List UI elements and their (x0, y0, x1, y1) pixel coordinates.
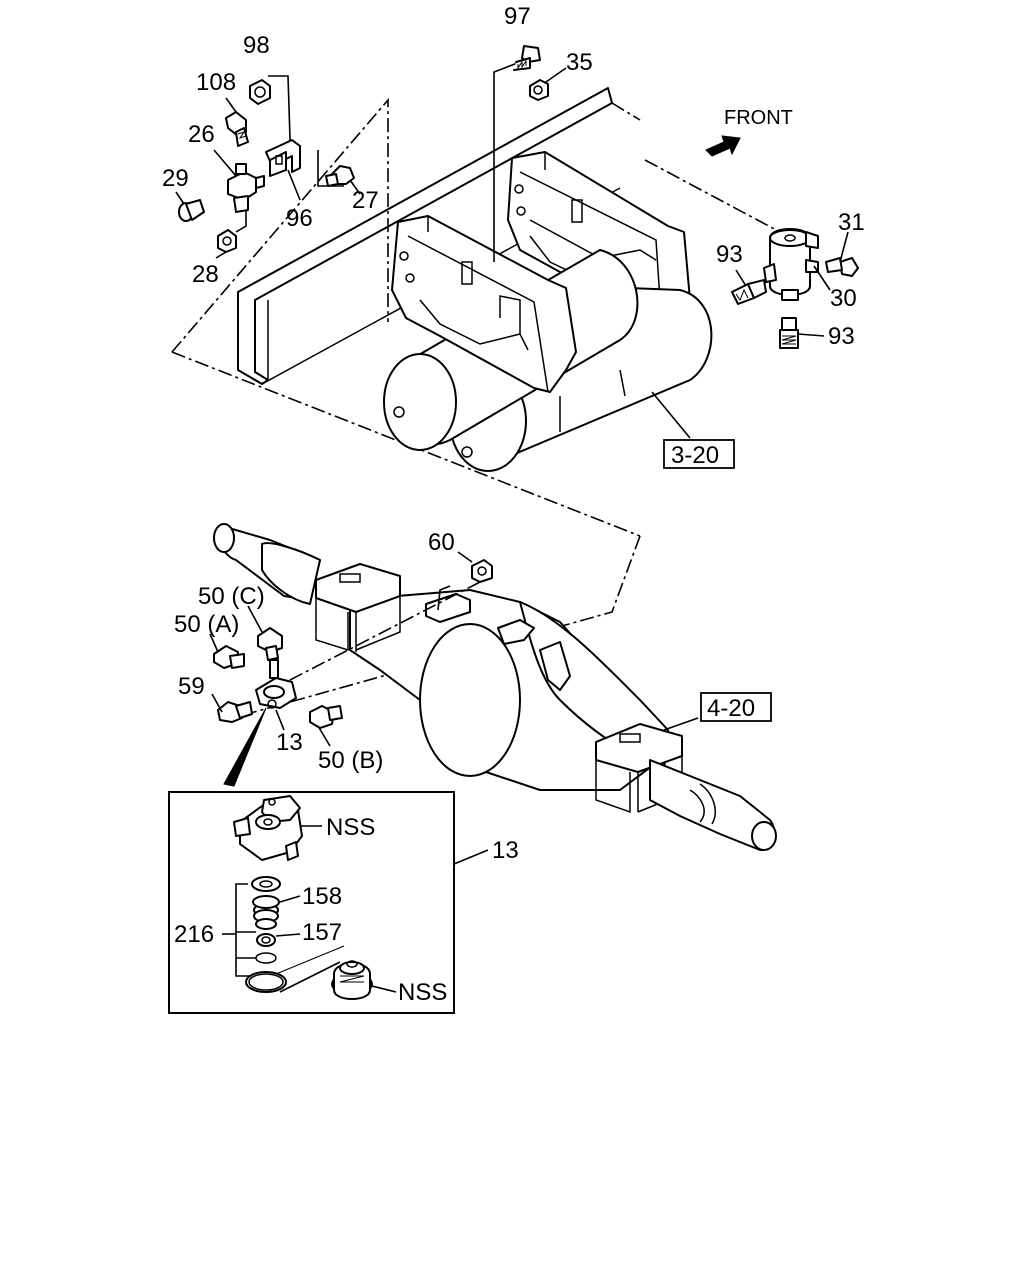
callout-nss-top: NSS (326, 814, 375, 841)
elbow-fitting-50b[interactable] (309, 705, 343, 729)
elbow-fitting-108[interactable] (225, 111, 249, 147)
bolt-27[interactable] (325, 165, 355, 187)
phantom-o-ring-to-base-2 (275, 945, 345, 975)
bolt-59[interactable] (217, 701, 253, 723)
valve-base-nss[interactable] (331, 960, 373, 1000)
leader-26-bracket (317, 150, 344, 187)
nut-28[interactable] (217, 229, 237, 253)
leader-bracket-60 (437, 585, 451, 611)
callout-96: 96 (286, 205, 313, 232)
bracket-96[interactable] (265, 139, 301, 177)
leader-nss-2 (371, 985, 397, 993)
ref-box-3-20 (663, 439, 735, 469)
bolt-97[interactable] (513, 45, 541, 71)
callout-nss-bottom: NSS (398, 979, 447, 1006)
leader-29 (175, 191, 185, 205)
plug-29[interactable] (178, 199, 205, 222)
leader-30 (813, 265, 831, 291)
leader-157 (275, 933, 301, 937)
connector-93-left[interactable] (731, 279, 767, 305)
leader-50c (247, 605, 263, 633)
leader-4-20 (663, 717, 699, 731)
leader-60 (457, 551, 473, 563)
callout-98: 98 (243, 32, 270, 59)
ref-4-20[interactable]: 4-20 (707, 695, 755, 722)
leader-96 (287, 169, 301, 201)
connector-93-bottom[interactable] (779, 317, 799, 349)
callout-26: 26 (188, 121, 215, 148)
callout-97: 97 (504, 3, 531, 30)
leader-13-box (453, 849, 489, 865)
callout-108: 108 (196, 69, 236, 96)
relay-valve-30[interactable] (763, 228, 819, 301)
nut-98[interactable] (249, 79, 271, 105)
leader-93-bottom (797, 333, 825, 337)
leader-3-20 (651, 391, 691, 439)
callout-13: 13 (276, 729, 303, 756)
elbow-fitting-50c[interactable] (257, 627, 283, 661)
valve-cover-nss[interactable] (233, 795, 303, 861)
nut-60[interactable] (471, 559, 493, 583)
tank-bracket-front (391, 215, 577, 393)
callout-157: 157 (302, 919, 342, 946)
o-ring-large[interactable] (245, 971, 287, 993)
leader-13 (275, 709, 285, 731)
bolt-31[interactable] (825, 257, 859, 277)
leader-108 (225, 97, 237, 113)
callout-93-bottom: 93 (828, 323, 855, 350)
leader-158 (279, 895, 301, 903)
callout-31: 31 (838, 209, 865, 236)
valve-13[interactable] (255, 659, 297, 709)
nut-35[interactable] (529, 79, 549, 101)
leader-31 (839, 231, 849, 263)
leader-97 (493, 61, 521, 262)
rear-axle-housing (213, 523, 777, 851)
callout-27: 27 (352, 187, 379, 214)
callout-35: 35 (566, 49, 593, 76)
callout-93-left: 93 (716, 241, 743, 268)
leader-26 (213, 149, 237, 177)
callout-60: 60 (428, 529, 455, 556)
front-label: FRONT (724, 107, 793, 129)
spring-seat-158[interactable] (251, 876, 281, 930)
callout-216: 216 (174, 921, 214, 948)
callout-50c: 50 (C) (198, 583, 265, 610)
phantom-frame-outline (171, 97, 389, 353)
callout-28: 28 (192, 261, 219, 288)
leader-50b (317, 725, 331, 747)
detail-pointer (223, 707, 267, 787)
leader-50a (209, 633, 219, 653)
callout-158: 158 (302, 883, 342, 910)
elbow-fitting-50a[interactable] (213, 645, 245, 669)
callout-29: 29 (162, 165, 189, 192)
phantom-line-axle (239, 535, 641, 717)
washer-157[interactable] (256, 933, 276, 947)
front-arrow-icon (705, 135, 741, 157)
callout-59: 59 (178, 673, 205, 700)
callout-50a: 50 (A) (174, 611, 239, 638)
ref-3-20[interactable]: 3-20 (671, 442, 719, 469)
callout-50b: 50 (B) (318, 747, 383, 774)
tee-fitting-26[interactable] (227, 163, 265, 213)
leader-59 (211, 693, 223, 713)
callout-13-box: 13 (492, 837, 519, 864)
phantom-60-to-13 (289, 581, 481, 681)
bracket-216 (235, 883, 250, 977)
leader-93-left (735, 269, 747, 287)
phantom-o-ring-to-base (279, 961, 341, 993)
leader-98-bracket (268, 75, 291, 148)
callout-30: 30 (830, 285, 857, 312)
leader-27 (349, 179, 361, 195)
leader-28 (215, 251, 227, 259)
ref-box-4-20 (700, 692, 772, 722)
phantom-line-fitting (644, 159, 781, 233)
leader-35 (545, 67, 567, 83)
tank-bracket-rear (507, 151, 691, 331)
